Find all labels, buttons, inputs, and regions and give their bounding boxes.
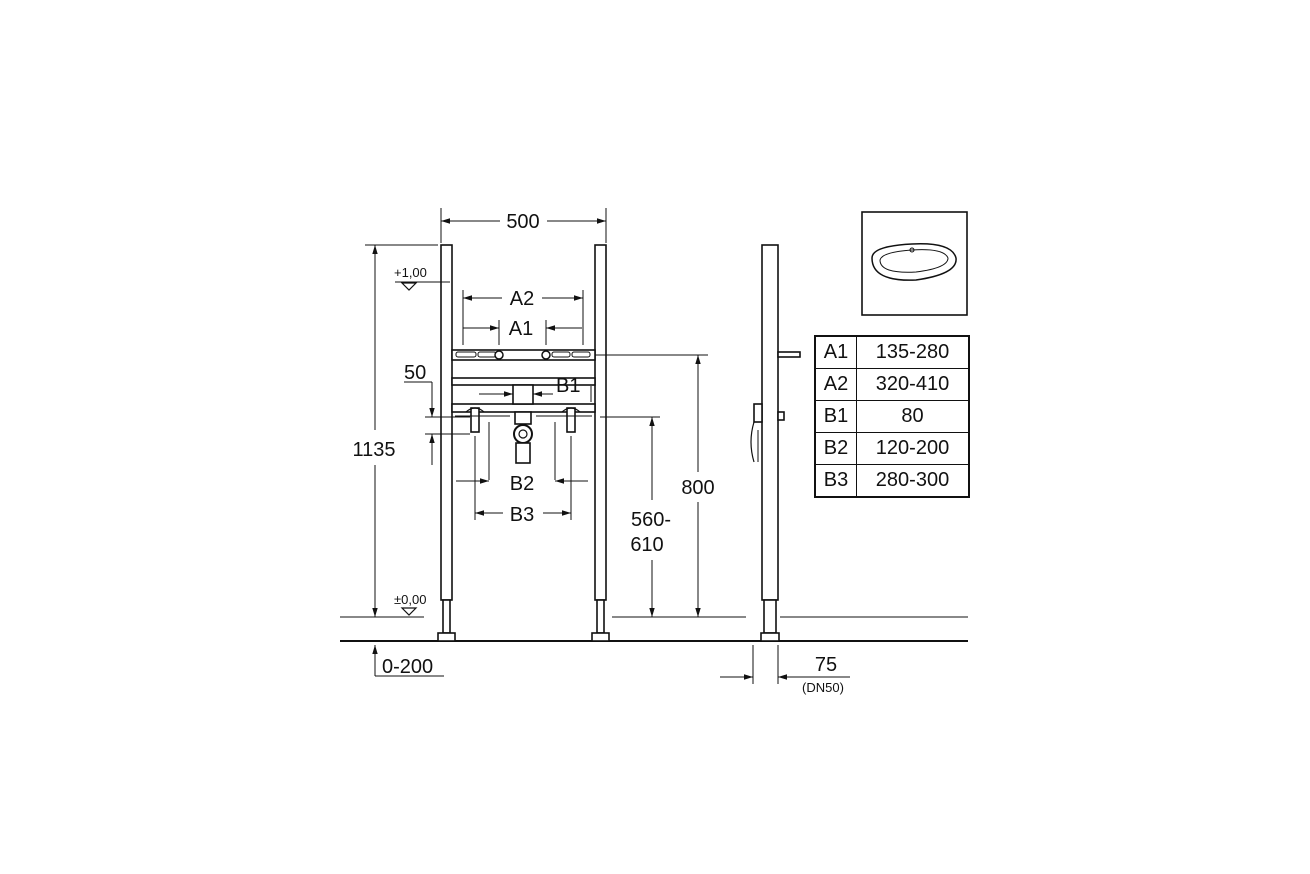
row-key: B2 — [816, 433, 857, 464]
level-top: +1,00 — [394, 265, 450, 291]
row-value: 80 — [901, 405, 924, 427]
dimension-50: 50 — [404, 362, 470, 465]
row-value: 120-200 — [875, 437, 950, 459]
dimension-75: 75 (DN50) — [720, 645, 850, 695]
table-row: A2 320-410 — [816, 369, 968, 401]
width-label: 500 — [506, 211, 539, 233]
row-key: B1 — [816, 401, 857, 432]
a1-label: A1 — [509, 318, 533, 340]
side-view-frame — [750, 244, 801, 642]
b2-label: B2 — [510, 473, 534, 495]
table-row: B2 120-200 — [816, 433, 968, 465]
row-key: A1 — [816, 337, 857, 368]
dimension-a2: A2 — [462, 288, 584, 345]
dimension-800: 800 — [595, 354, 715, 617]
dimension-b2: B2 — [456, 422, 588, 495]
inlet-height-label-1: 560- — [631, 509, 671, 531]
dimension-0-200: 0-200 — [372, 645, 444, 678]
row-value: 280-300 — [875, 469, 950, 491]
dimension-a1: A1 — [463, 318, 582, 345]
row-value: 135-280 — [875, 341, 950, 363]
dimension-1135: 1135 — [352, 244, 438, 617]
row-key: A2 — [816, 369, 857, 400]
b3-label: B3 — [510, 504, 534, 526]
washbasin-icon — [861, 211, 968, 316]
dimension-560-610: 560- 610 — [600, 416, 671, 617]
level-floor-label: ±0,00 — [394, 592, 426, 607]
floor-line — [340, 616, 968, 642]
a2-label: A2 — [510, 288, 534, 310]
b1-label: B1 — [556, 375, 580, 397]
offset-label: 50 — [404, 362, 426, 384]
pipe-label: (DN50) — [802, 680, 844, 695]
table-row: A1 135-280 — [816, 337, 968, 369]
inlet-height-label-2: 610 — [630, 534, 663, 556]
height-label: 1135 — [352, 439, 395, 461]
table-row: B1 80 — [816, 401, 968, 433]
table-row: B3 280-300 — [816, 465, 968, 496]
basin-height-label: 800 — [681, 477, 714, 499]
depth-label: 75 — [815, 654, 837, 676]
dimension-b1: B1 — [479, 375, 580, 397]
level-floor: ±0,00 — [394, 592, 426, 616]
dimension-b3: B3 — [474, 436, 572, 526]
dimension-500: 500 — [440, 208, 607, 243]
adjust-label: 0-200 — [382, 656, 433, 678]
level-top-label: +1,00 — [394, 265, 427, 280]
dimension-table: A1 135-280 A2 320-410 B1 80 B2 120-200 B… — [814, 335, 970, 498]
row-value: 320-410 — [875, 373, 950, 395]
row-key: B3 — [816, 465, 857, 496]
